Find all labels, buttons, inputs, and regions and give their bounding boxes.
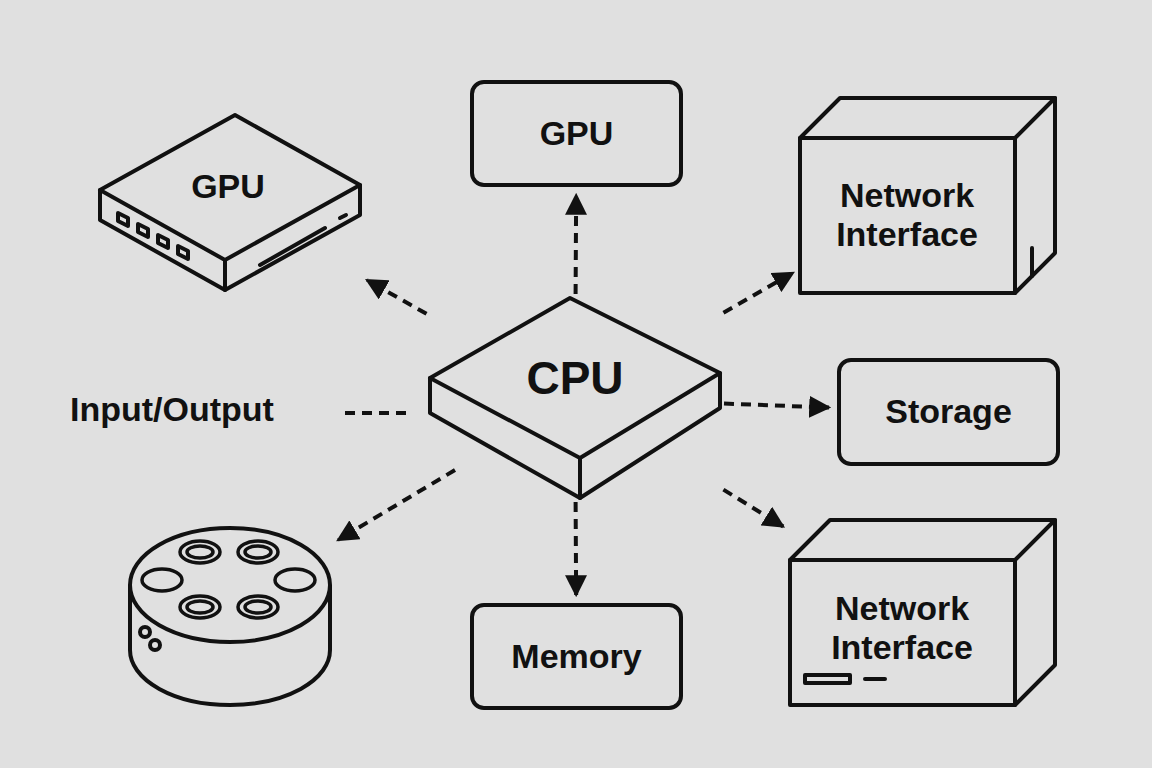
io-label: Input/Output: [70, 390, 274, 429]
outline-stroke: [790, 520, 1055, 560]
outline-stroke: [260, 228, 325, 265]
outline-stroke: [1013, 138, 1017, 293]
dashed-arrow: [723, 490, 783, 527]
outline-stroke: [430, 298, 720, 498]
storage-box: Storage: [837, 358, 1060, 466]
network-interface-device: Network Interface: [800, 98, 1055, 293]
outline-stroke: [118, 213, 188, 259]
outline-stroke: [865, 677, 885, 681]
node-label: Network Interface: [795, 589, 1010, 667]
node-label: GPU: [482, 114, 671, 153]
cylinder-top: [130, 528, 330, 642]
arrow-to-disk: [338, 470, 455, 540]
dashed-arrow: [724, 404, 829, 408]
gpu-device: GPU: [100, 115, 360, 290]
outline-stroke: [1013, 560, 1017, 705]
outline-stroke: [800, 98, 1055, 293]
cylinder-port: [140, 627, 150, 637]
dashed-arrow: [574, 195, 579, 294]
outline-stroke: [1030, 248, 1034, 276]
cpu-chip: CPU: [430, 298, 720, 498]
cylinder-holes: [142, 541, 315, 618]
cpu-label: CPU: [475, 352, 675, 405]
dashed-arrow: [723, 273, 793, 313]
outline-stroke: [340, 215, 346, 218]
dashed-arrow: [574, 502, 579, 595]
node-label: Storage: [849, 392, 1048, 431]
outline-stroke: [578, 458, 582, 498]
cylinder-port: [150, 640, 160, 650]
outline-stroke: [223, 260, 227, 290]
node-label: Network Interface: [805, 176, 1010, 254]
node-label: Memory: [482, 637, 671, 676]
outline-stroke: [100, 115, 360, 290]
gpu-box: GPU: [470, 80, 683, 187]
outline-stroke: [790, 520, 1055, 705]
node-label: GPU: [148, 167, 308, 206]
outline-stroke: [805, 675, 850, 683]
memory-box: Memory: [470, 603, 683, 710]
io-leader-line: [345, 411, 410, 415]
network-interface-device: Network Interface: [790, 520, 1055, 705]
dashed-arrow: [367, 280, 427, 314]
outline-stroke: [800, 98, 1055, 138]
disk-cylinder: [130, 528, 330, 705]
